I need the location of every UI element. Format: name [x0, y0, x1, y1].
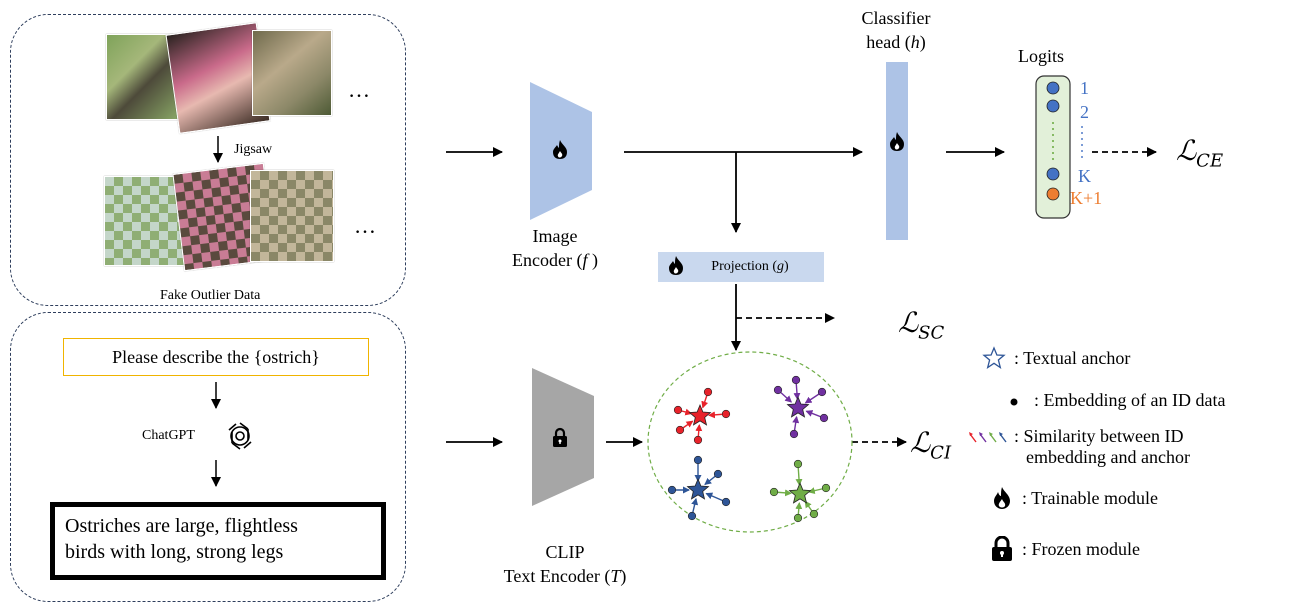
classifier-symbol: h	[910, 32, 920, 52]
legend-trainable: : Trainable module	[982, 486, 1158, 510]
id-embedding-dot	[773, 385, 783, 395]
logit-label-k1: K+1	[1070, 188, 1103, 208]
star-outline-icon	[974, 346, 1014, 370]
id-embedding-dot	[789, 429, 799, 439]
loss-ci-symbol: ℒ	[910, 426, 931, 459]
legend-frozen: : Frozen module	[982, 536, 1140, 562]
classifier-label: Classifier head (h)	[836, 6, 956, 54]
loss-sc-symbol: ℒ	[898, 306, 919, 339]
dot-icon	[994, 395, 1034, 407]
id-embedding-dot	[821, 483, 831, 493]
logit-dot-k	[1046, 167, 1060, 181]
loss-sc-sub: SC	[918, 322, 945, 344]
text-encoder-close: )	[620, 566, 627, 586]
text-encoder-symbol: T	[610, 566, 621, 586]
ellipsis-top: …	[348, 77, 370, 102]
projection-flame-icon	[669, 256, 683, 275]
loss-ci: ℒCI	[910, 426, 951, 464]
logits-title: Logits	[1018, 46, 1065, 66]
id-embedding-dot	[819, 413, 829, 423]
image-encoder-symbol: f	[582, 250, 588, 270]
fake-outlier-panel	[10, 14, 406, 306]
loss-ce-symbol: ℒ	[1176, 134, 1197, 167]
id-embedding-dot	[713, 469, 723, 479]
jigsaw-label: Jigsaw	[234, 142, 273, 157]
loss-sc: ℒSC	[898, 306, 944, 344]
legend-similarity-line2: embedding and anchor	[1026, 447, 1190, 467]
id-embedding-dot	[693, 455, 703, 465]
logit-label-1: 1	[1080, 78, 1089, 98]
logit-label-2: 2	[1080, 102, 1089, 122]
textual-anchor-star	[786, 395, 810, 418]
id-embedding-dot	[687, 511, 697, 521]
legend-frozen-text: : Frozen module	[1022, 538, 1140, 559]
legend-embedding: : Embedding of an ID data	[994, 390, 1225, 411]
id-embedding-dot	[793, 513, 803, 523]
projection-box: Projection (g)	[658, 252, 824, 282]
description-line-1: Ostriches are large, flightless	[65, 515, 298, 537]
text-encoder-line2: Text Encoder (	[503, 566, 611, 586]
cat-photo	[252, 30, 332, 116]
classifier-flame-icon	[890, 132, 904, 151]
id-embedding-dot	[721, 409, 731, 419]
chatgpt-label: ChatGPT	[142, 428, 195, 443]
loss-ce-sub: CE	[1196, 150, 1224, 172]
text-encoder-lock-icon	[553, 427, 567, 447]
chatgpt-logo-icon	[228, 422, 252, 450]
id-embedding-dot	[673, 405, 683, 415]
id-embedding-dot	[703, 387, 713, 397]
text-generation-panel	[10, 312, 406, 602]
classifier-close: )	[919, 32, 926, 52]
legend-embedding-text: : Embedding of an ID data	[1034, 390, 1226, 410]
logit-label-k: K	[1078, 166, 1091, 186]
image-encoder-label: Image Encoder (f )	[500, 224, 610, 272]
jigsaw-photo-3	[250, 170, 334, 262]
textual-anchor-star	[788, 481, 812, 504]
image-encoder-line1: Image	[532, 226, 578, 246]
logit-dot-k1	[1046, 187, 1060, 201]
embedding-space	[647, 351, 853, 533]
id-embedding-dot	[721, 497, 731, 507]
description-line-2: birds with long, strong legs	[65, 541, 284, 563]
legend-similarity-line1: : Similarity between ID	[1014, 426, 1184, 446]
colored-arrows-icon	[966, 426, 1014, 444]
classifier-line2: head (	[866, 32, 911, 52]
fake-outlier-caption: Fake Outlier Data	[160, 288, 261, 303]
loss-ci-sub: CI	[930, 442, 952, 464]
text-encoder-label: CLIP Text Encoder (T)	[490, 540, 640, 588]
image-encoder-flame-icon	[553, 140, 567, 159]
projection-close: )	[784, 259, 789, 274]
id-embedding-dot	[693, 435, 703, 445]
id-embedding-dot	[817, 387, 827, 397]
legend-textual-anchor-text: : Textual anchor	[1014, 347, 1131, 368]
prompt-box: Please describe the {ostrich}	[63, 338, 369, 376]
id-embedding-dot	[675, 425, 685, 435]
image-encoder-line2: Encoder (	[512, 250, 583, 270]
loss-ce: ℒCE	[1176, 134, 1223, 172]
projection-label: Projection (	[711, 259, 778, 274]
logit-dot-2	[1046, 99, 1060, 113]
image-encoder-close: )	[587, 250, 598, 270]
id-embedding-dot	[667, 485, 677, 495]
textual-anchor-star	[686, 477, 710, 500]
classifier-line1: Classifier	[861, 8, 931, 28]
id-embedding-dot	[791, 375, 801, 385]
textual-anchor-star	[688, 403, 712, 426]
projection-symbol: g	[777, 259, 785, 274]
logit-dot-1	[1046, 81, 1060, 95]
legend-trainable-text: : Trainable module	[1022, 487, 1158, 508]
legend-similarity: : Similarity between ID embedding and an…	[966, 426, 1190, 468]
ellipsis-bottom: …	[354, 213, 376, 238]
id-embedding-dot	[809, 509, 819, 519]
legend-textual-anchor: : Textual anchor	[974, 346, 1130, 370]
flame-icon	[982, 486, 1022, 510]
description-box: Ostriches are large, flightless birds wi…	[50, 502, 386, 580]
text-encoder-line1: CLIP	[545, 542, 585, 562]
id-embedding-dot	[769, 487, 779, 497]
lock-icon	[982, 536, 1022, 562]
id-embedding-dot	[793, 459, 803, 469]
